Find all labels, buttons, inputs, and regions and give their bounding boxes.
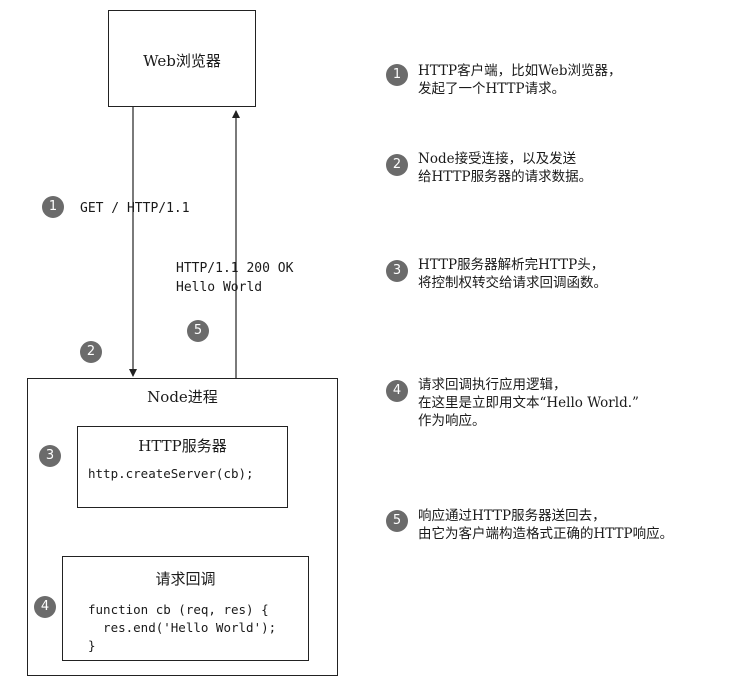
note-2-line-1: Node接受连接，以及发送	[418, 151, 577, 167]
note-1: HTTP客户端，比如Web浏览器， 发起了一个HTTP请求。	[418, 62, 622, 98]
note-4-badge: 4	[386, 380, 408, 402]
note-1-line-2: 发起了一个HTTP请求。	[418, 81, 566, 97]
note-3-line-1: HTTP服务器解析完HTTP头，	[418, 257, 605, 273]
note-5-line-1: 响应通过HTTP服务器送回去，	[418, 508, 606, 524]
web-browser-title: Web浏览器	[143, 52, 221, 70]
callback-code-line-1: function cb (req, res) {	[88, 602, 269, 617]
note-2-badge: 2	[386, 154, 408, 176]
note-3: HTTP服务器解析完HTTP头， 将控制权转交给请求回调函数。	[418, 256, 607, 292]
badge-5-response: 5	[187, 320, 209, 342]
note-3-line-2: 将控制权转交给请求回调函数。	[418, 275, 607, 291]
web-browser-box: Web浏览器	[108, 10, 256, 107]
note-3-badge: 3	[386, 260, 408, 282]
badge-4-callback: 4	[34, 596, 56, 618]
http-server-box: HTTP服务器 http.createServer(cb);	[77, 426, 288, 508]
note-4-line-2: 在这里是立即用文本“Hello World.”	[418, 395, 639, 411]
note-5: 响应通过HTTP服务器送回去， 由它为客户端构造格式正确的HTTP响应。	[418, 507, 673, 543]
http-server-title: HTTP服务器	[138, 437, 227, 455]
note-5-badge: 5	[386, 510, 408, 532]
response-label-line-2: Hello World	[176, 280, 263, 295]
callback-code-line-2: res.end('Hello World');	[88, 620, 277, 635]
note-2-line-2: 给HTTP服务器的请求数据。	[418, 169, 593, 185]
note-5-line-2: 由它为客户端构造格式正确的HTTP响应。	[418, 526, 674, 542]
request-callback-title: 请求回调	[155, 570, 216, 588]
badge-3-server: 3	[39, 445, 61, 467]
response-label-line-1: HTTP/1.1 200 OK	[176, 261, 294, 276]
callback-code-line-3: }	[88, 638, 96, 653]
badge-2-connection: 2	[80, 341, 102, 363]
note-1-badge: 1	[386, 64, 408, 86]
note-4-line-1: 请求回调执行应用逻辑，	[418, 377, 567, 393]
request-label: GET / HTTP/1.1	[80, 201, 190, 216]
note-4-line-3: 作为响应。	[418, 413, 486, 429]
badge-1-request: 1	[42, 196, 64, 218]
note-2: Node接受连接，以及发送 给HTTP服务器的请求数据。	[418, 150, 592, 186]
create-server-code: http.createServer(cb);	[88, 466, 254, 481]
note-1-line-1: HTTP客户端，比如Web浏览器，	[418, 63, 622, 79]
note-4: 请求回调执行应用逻辑， 在这里是立即用文本“Hello World.” 作为响应…	[418, 376, 639, 430]
node-process-title: Node进程	[147, 388, 218, 406]
request-callback-box: 请求回调 function cb (req, res) { res.end('H…	[62, 556, 309, 661]
